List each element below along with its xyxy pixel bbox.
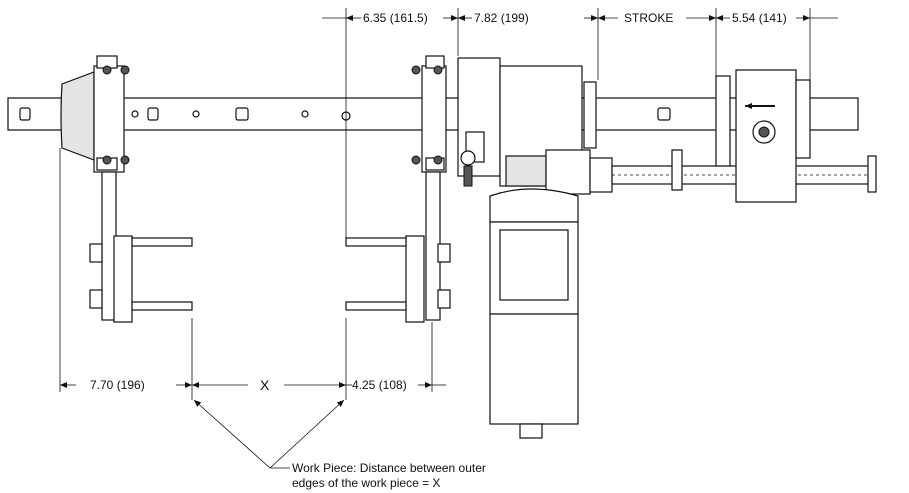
right-clamp xyxy=(345,55,451,323)
dim-label-top-1: 6.35 (161.5) xyxy=(363,11,428,25)
work-piece-leader xyxy=(193,399,345,469)
dim-label-top-4: 5.54 (141) xyxy=(732,11,787,25)
cylinder xyxy=(489,188,579,439)
dim-label-bottom-1: 7.70 (196) xyxy=(90,378,145,392)
dim-label-bottom-3: 4.25 (108) xyxy=(352,378,407,392)
left-clamp xyxy=(60,55,193,323)
work-piece-note-line-1: Work Piece: Distance between outer xyxy=(292,461,486,475)
work-piece-note-line-2: edges of the work piece = X xyxy=(292,476,440,490)
dim-label-x: X xyxy=(260,377,270,393)
feed-unit xyxy=(671,69,877,203)
dim-label-top-2: 7.82 (199) xyxy=(474,11,529,25)
hose-fitting xyxy=(505,149,873,195)
dim-label-stroke: STROKE xyxy=(624,11,673,25)
